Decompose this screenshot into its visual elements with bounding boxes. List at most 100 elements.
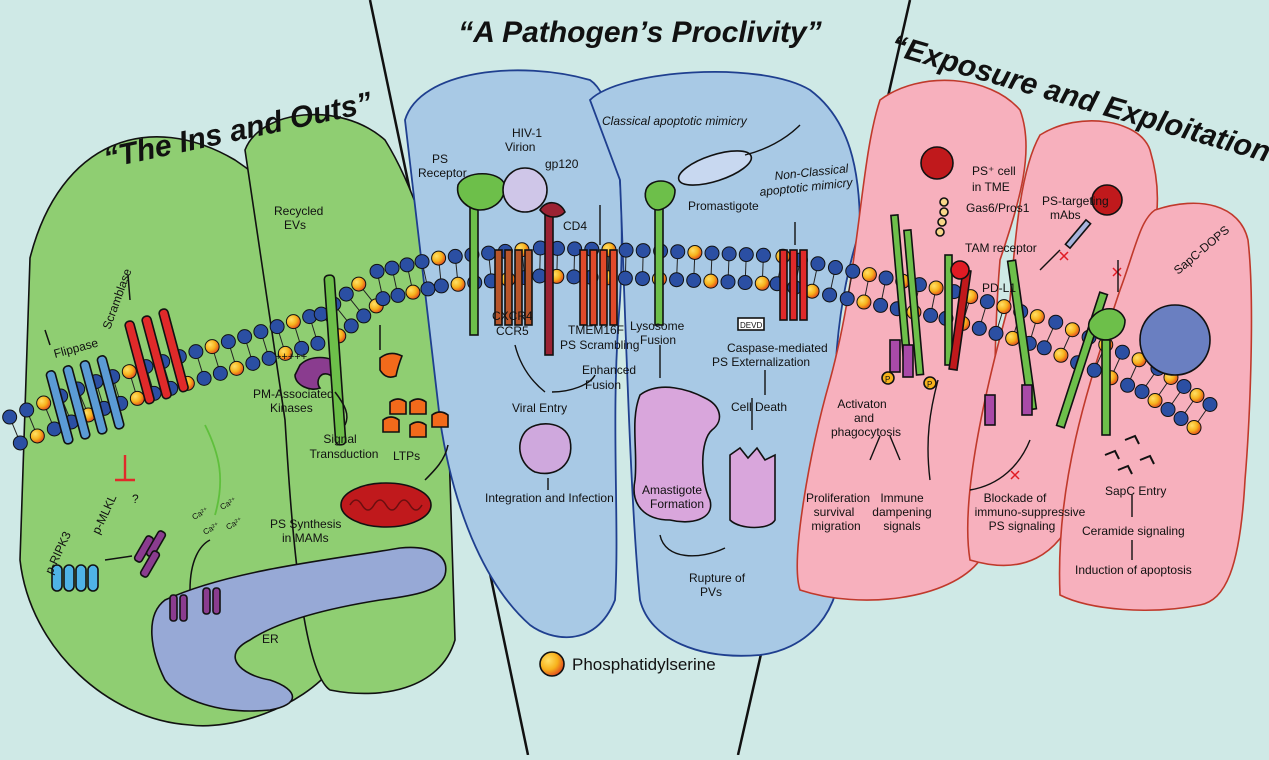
receptor-right-stem bbox=[1101, 339, 1111, 436]
activation-label-1: Activaton bbox=[837, 397, 886, 411]
phospholipid-head bbox=[1120, 377, 1136, 393]
proliferation-label-2: survival bbox=[814, 505, 855, 519]
phospholipid-head bbox=[212, 365, 228, 381]
cxcr4-label-2: CCR5 bbox=[496, 324, 529, 338]
phospholipid-head bbox=[1086, 362, 1102, 378]
phospholipid-head bbox=[310, 335, 326, 351]
enhanced-fusion-label-1: Enhanced bbox=[582, 363, 636, 377]
pm-kinases-label-1: PM-Associated bbox=[253, 387, 334, 401]
rupture-label-2: PVs bbox=[700, 585, 722, 599]
signal-arrow bbox=[334, 391, 348, 426]
ltp-arrow bbox=[424, 444, 449, 481]
ev-channel bbox=[323, 274, 347, 446]
ps-receptor-label-2: Receptor bbox=[418, 166, 467, 180]
ps-synthesis-label-1: PS Synthesis bbox=[270, 517, 341, 531]
blockade-label-1: Blockade of bbox=[984, 491, 1047, 505]
pdl1-head bbox=[950, 260, 970, 280]
ps-cell-label-2: in TME bbox=[972, 180, 1010, 194]
phospholipid-head bbox=[294, 340, 310, 356]
phosphatidylserine-head bbox=[285, 314, 301, 330]
phosphatidylserine-head bbox=[229, 360, 245, 376]
phosphatidylserine-head bbox=[450, 276, 466, 292]
ltps-label: LTPs bbox=[393, 449, 420, 463]
er-to-membrane-arrow bbox=[189, 539, 211, 591]
phosphatidylserine-head bbox=[1147, 393, 1163, 409]
phospholipid-head bbox=[196, 370, 212, 386]
rupture-arrow bbox=[659, 534, 726, 557]
phospholipid-head bbox=[827, 260, 843, 276]
phosphatidylserine-head bbox=[405, 284, 421, 300]
phospholipid-head bbox=[873, 297, 889, 313]
immune-label-2: dampening bbox=[872, 505, 931, 519]
flippase-protein bbox=[45, 355, 125, 445]
sapc-dops-core bbox=[1139, 304, 1211, 376]
ps-receptor-stalk bbox=[469, 199, 479, 336]
phospholipid-head bbox=[635, 271, 651, 287]
phospholipid-head bbox=[617, 270, 633, 286]
phospholipid-head bbox=[686, 272, 702, 288]
phospholipid-head bbox=[737, 275, 753, 291]
phospholipid-head bbox=[567, 241, 583, 257]
amastigote-vacuole bbox=[633, 386, 721, 523]
phospholipid-head bbox=[822, 287, 838, 303]
phospholipid-head bbox=[1160, 402, 1176, 418]
activation-arrow-2 bbox=[889, 435, 901, 461]
phospholipid-head bbox=[261, 350, 277, 366]
er-transporter-icon bbox=[169, 587, 221, 622]
phospholipid-head bbox=[566, 269, 582, 285]
ltp-orange-1 bbox=[379, 352, 404, 378]
phospholipid-head bbox=[269, 319, 285, 335]
signal-transduction-label-2: Transduction bbox=[310, 447, 379, 461]
ltp-group bbox=[382, 398, 449, 438]
phospho-p2 bbox=[923, 376, 937, 390]
phospholipid-head bbox=[414, 254, 430, 270]
ps-mabs-label-2: mAbs bbox=[1050, 208, 1081, 222]
gas6-label: Gas6/Pros1 bbox=[966, 201, 1030, 215]
ps-receptor-2-stalk bbox=[654, 199, 664, 326]
phosphatidylserine-head bbox=[431, 250, 447, 266]
gas6-chain bbox=[935, 197, 949, 237]
er-label: ER bbox=[262, 632, 279, 646]
flippase-arrow bbox=[44, 329, 51, 346]
phosphatidylserine-head bbox=[687, 244, 703, 260]
phosphatidylserine-head bbox=[204, 339, 220, 355]
cell-death-label: Cell Death bbox=[731, 400, 787, 414]
phosphatidylserine-head bbox=[36, 395, 52, 411]
phospholipid-head bbox=[1176, 378, 1192, 394]
phosphatidylserine-head bbox=[1029, 309, 1045, 325]
integration-label: Integration and Infection bbox=[485, 491, 614, 505]
phospholipid-head bbox=[12, 435, 28, 451]
phosphatidylserine-head bbox=[351, 276, 367, 292]
ps-cell-label-1: PS⁺ cell bbox=[972, 164, 1016, 178]
cxcr4-ccr5-protein bbox=[494, 249, 533, 326]
phospholipid-head bbox=[237, 329, 253, 345]
activation-arrow-1 bbox=[869, 435, 881, 461]
pm-kinases-label-2: Kinases bbox=[270, 401, 313, 415]
phospholipid-head bbox=[704, 245, 720, 261]
phosphatidylserine-head bbox=[1064, 322, 1080, 338]
caspase-label-2: PS Externalization bbox=[712, 355, 810, 369]
phospholipid-head bbox=[971, 320, 987, 336]
tmem16f-protein bbox=[579, 249, 618, 326]
ps-cell-core bbox=[920, 146, 954, 180]
tmem16f-label-2: PS Scrambling bbox=[560, 338, 639, 352]
phospholipid-head bbox=[19, 402, 35, 418]
phosphatidylserine-head bbox=[861, 267, 877, 283]
phosphatidylserine-head bbox=[1186, 420, 1202, 436]
cd4-head bbox=[539, 201, 566, 218]
mab-arrow-left bbox=[1039, 249, 1061, 271]
phospholipid-head bbox=[369, 263, 385, 279]
phospholipid-head bbox=[481, 245, 497, 261]
ps-receptor-head bbox=[456, 173, 506, 211]
plus-charges: +++++ bbox=[275, 351, 307, 363]
immune-label-3: signals bbox=[883, 519, 920, 533]
calcium-arrow bbox=[204, 424, 222, 516]
scramblase-arrow bbox=[127, 274, 131, 301]
promastigote-flagellum bbox=[744, 124, 801, 156]
legend-label: Phosphatidylserine bbox=[572, 655, 716, 674]
phosphatidylserine-head bbox=[754, 275, 770, 291]
tam-intracellular-1 bbox=[889, 339, 901, 373]
phospholipid-head bbox=[721, 246, 737, 262]
blue-cell-left bbox=[404, 69, 623, 639]
phosphatidylserine-head bbox=[121, 364, 137, 380]
